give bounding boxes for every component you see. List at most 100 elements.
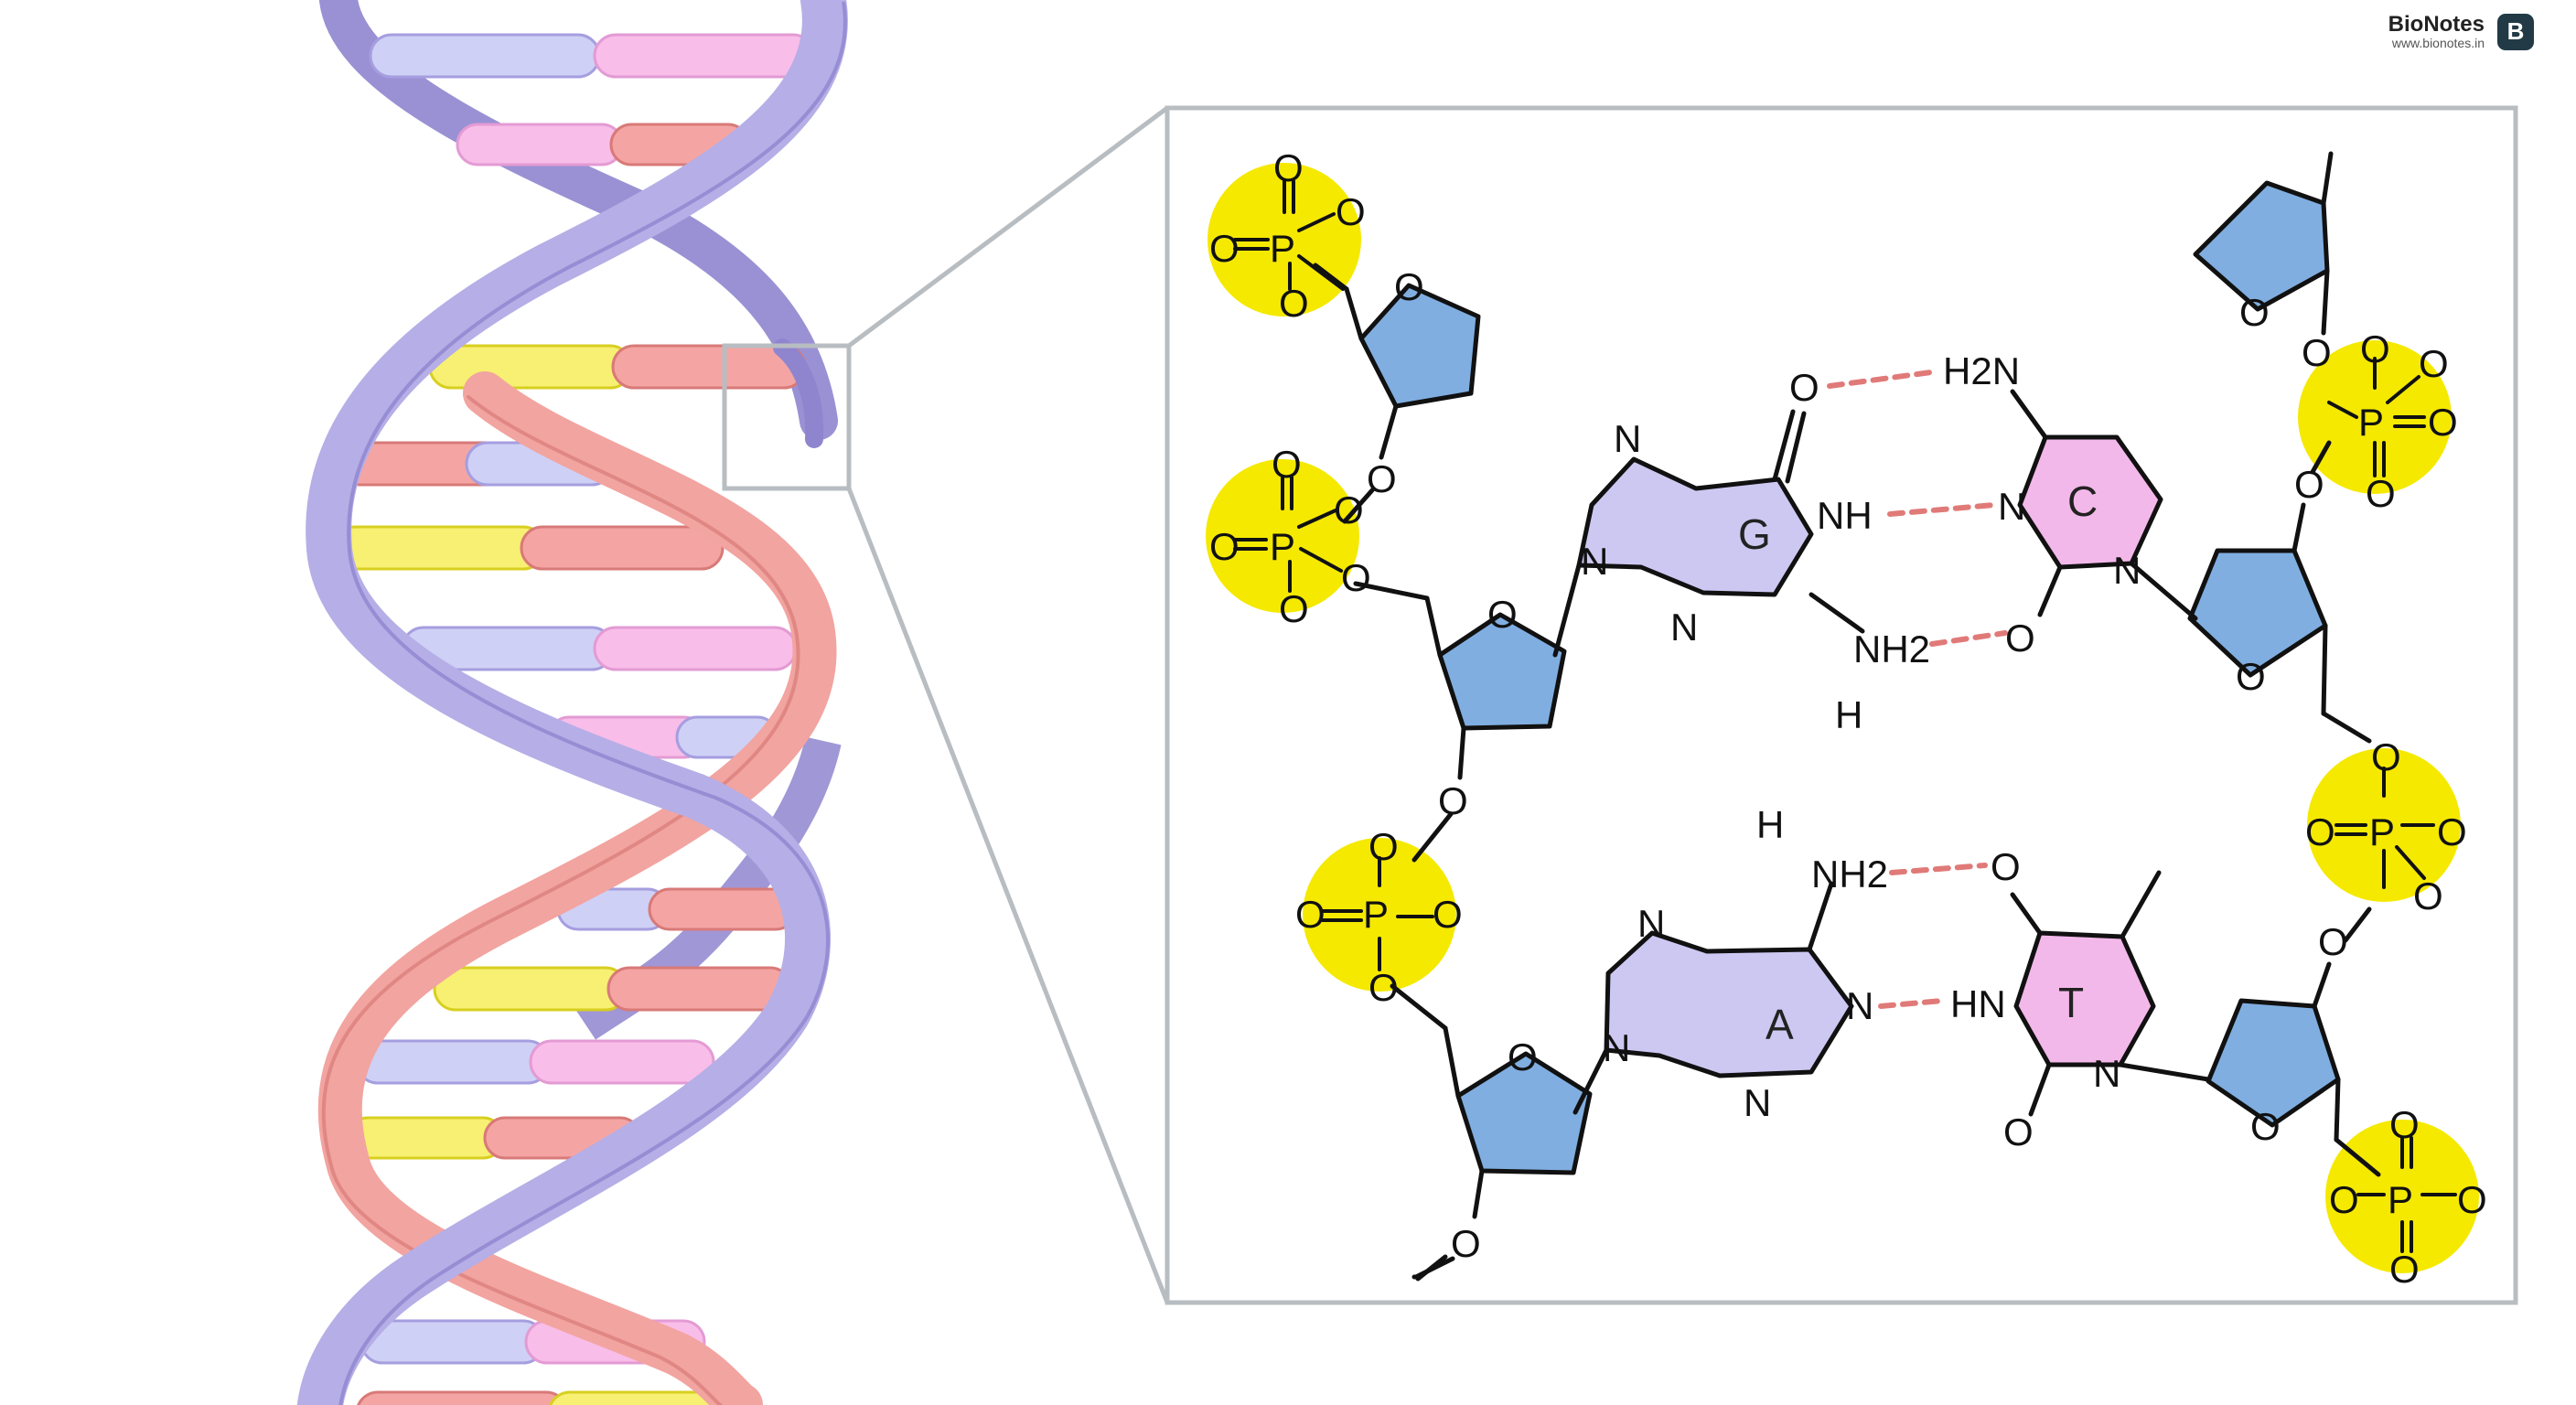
sugar-ring: [1455, 1051, 1593, 1175]
atom-n: N: [1744, 1081, 1771, 1124]
rung-pyrimidine: [648, 887, 798, 931]
base-label-g: G: [1738, 510, 1771, 558]
atom-o: O: [2250, 1105, 2281, 1148]
atom-p: P: [2358, 401, 2384, 444]
atom-o: O: [2005, 617, 2035, 660]
atom-o: O: [1295, 893, 1326, 936]
atom-p: P: [1363, 893, 1389, 936]
atom-o: O: [1279, 282, 1309, 325]
atom-o: O: [2419, 342, 2449, 385]
atom-o: O: [1209, 525, 1240, 568]
atom-o: O: [2389, 1103, 2420, 1146]
atom-o: O: [1334, 488, 1364, 531]
rung-pyrimidine: [593, 33, 816, 79]
atom-o: O: [2428, 401, 2458, 444]
sugar-ring: [1437, 612, 1567, 731]
atom-h: H: [1756, 803, 1784, 846]
phosphate-bonds: [1233, 179, 2457, 1253]
red-strand-edge: [321, 395, 800, 1405]
sugar-ring: [2206, 998, 2341, 1128]
zoom-source-box: [722, 343, 852, 491]
rung-pyrimidine: [549, 1390, 723, 1405]
atom-o: O: [2305, 810, 2335, 853]
atom-n: N: [1998, 485, 2025, 528]
cytosine: [2010, 389, 2198, 621]
atom-p: P: [2369, 810, 2395, 853]
atom-o: O: [1991, 845, 2021, 888]
atom-o: O: [2457, 1178, 2487, 1221]
strand-curl: [773, 338, 824, 448]
rung-purine: [357, 1390, 567, 1405]
sugar-ring: [2193, 180, 2330, 312]
methyl-stubs: [1411, 1254, 1448, 1282]
atom-o: O: [1368, 966, 1399, 1009]
atom-o: O: [2360, 327, 2390, 370]
brand-badge-icon: B: [2497, 13, 2534, 50]
rung-purine: [433, 966, 628, 1012]
atom-n: N: [1603, 1026, 1630, 1069]
rung-purine: [360, 1319, 546, 1365]
base-label-c: C: [2067, 477, 2098, 525]
atom-o: O: [2236, 655, 2266, 698]
atom-nh2: NH2: [1853, 627, 1930, 670]
atom-o: O: [1433, 893, 1463, 936]
atom-o: O: [2389, 1248, 2420, 1291]
atom-o: O: [2329, 1178, 2359, 1221]
red-strand: [317, 371, 837, 1405]
atom-o: O: [1272, 443, 1302, 486]
brand-url: www.bionotes.in: [2391, 36, 2485, 51]
chemical-structure: O O P O O O O O O P O O O O O O O P O O …: [1206, 146, 2487, 1291]
zoom-line-top: [847, 105, 1169, 349]
atom-p: P: [2388, 1178, 2413, 1221]
atom-o: O: [1273, 146, 1304, 189]
rung-pyrimidine: [606, 966, 793, 1012]
hbond-gc-2: [1887, 502, 1997, 517]
atom-n: N: [1637, 902, 1665, 945]
double-helix: [297, 0, 848, 1405]
zoom-line-bottom: [846, 488, 1170, 1303]
atom-h2n: H2N: [1943, 349, 2020, 392]
rung-purine: [332, 525, 546, 571]
sugar-ring: [1358, 283, 1481, 409]
adenine: [1572, 881, 1854, 1115]
atom-o: O: [1394, 265, 1424, 308]
atom-hn: HN: [1950, 982, 2006, 1025]
atom-p: P: [1270, 227, 1295, 270]
atom-labels: O O P O O O O O O P O O O O O O O P O O …: [1209, 146, 2487, 1291]
atom-n: N: [1846, 984, 1873, 1027]
atom-n: N: [2113, 549, 2141, 592]
atom-o: O: [1341, 556, 1371, 599]
atom-o: O: [1789, 366, 1819, 409]
base-label-a: A: [1766, 1001, 1794, 1048]
rung-pyrimidine: [593, 626, 798, 671]
atom-o: O: [2371, 735, 2401, 778]
atom-o: O: [1279, 587, 1309, 630]
atom-o: O: [1368, 825, 1399, 868]
sugar-ring: [2187, 548, 2328, 678]
atom-o: O: [1336, 190, 1366, 233]
guanine-ring: [1576, 456, 1814, 597]
atom-o: O: [1438, 779, 1468, 822]
brand-name: BioNotes: [2388, 12, 2485, 37]
rung-purine: [369, 33, 601, 79]
atom-o: O: [2294, 463, 2324, 506]
brand-text: BioNotes www.bionotes.in: [2388, 12, 2485, 51]
atom-o: O: [2437, 810, 2467, 853]
hydrogen-bonds: [1827, 369, 2008, 1009]
sugar-rings: [1358, 180, 2341, 1175]
atom-o: O: [2413, 874, 2443, 917]
hbond-at-1: [1889, 863, 1988, 875]
purple-strand-edge: [338, 1, 847, 1405]
hbond-gc-3: [1929, 630, 2008, 647]
atom-o: O: [1487, 593, 1518, 636]
atom-h: H: [1835, 693, 1862, 736]
purple-strand: [297, 0, 848, 1405]
atom-n: N: [1614, 417, 1641, 460]
atom-nh: NH: [1817, 494, 1873, 537]
base-label-t: T: [2058, 979, 2084, 1026]
guanine: [1552, 409, 1865, 658]
atom-n: N: [2093, 1052, 2120, 1095]
atom-n: N: [1670, 606, 1698, 649]
atom-o: O: [2366, 472, 2396, 515]
